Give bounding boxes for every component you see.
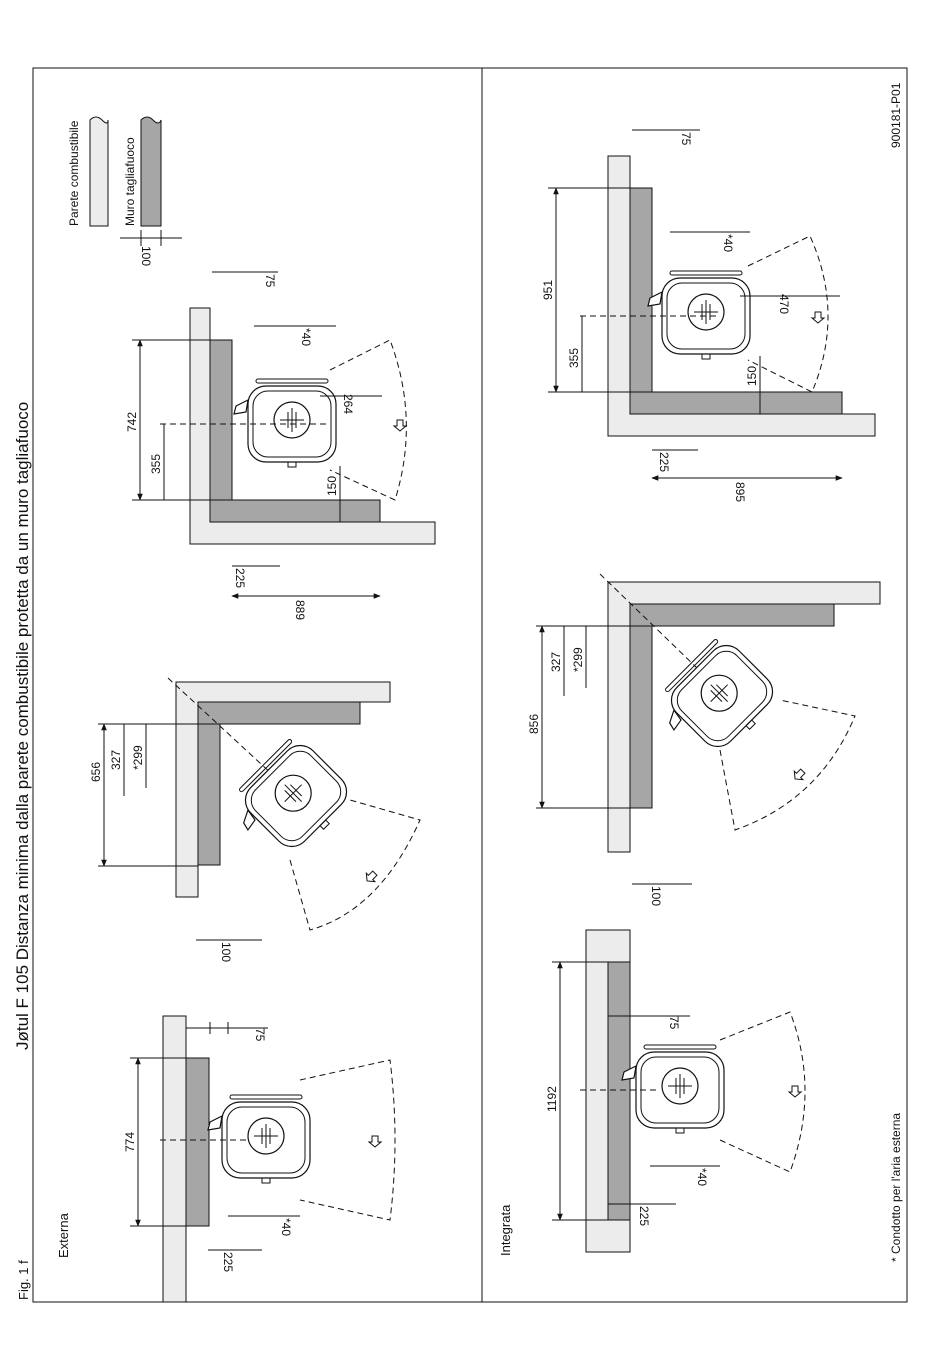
dimension-299-label: *299	[131, 745, 145, 770]
opening-arc	[329, 339, 407, 501]
dimension-225-label: 225	[233, 568, 247, 588]
dimension-299-label: *299	[571, 647, 585, 672]
dimension-air-label: *40	[279, 1218, 293, 1236]
dimension-75-label: 75	[667, 1016, 681, 1030]
dimension-225-label: 225	[637, 1206, 651, 1226]
stove-icon	[233, 378, 337, 468]
opening-arc	[719, 1011, 806, 1173]
dimension-100-label: 100	[219, 942, 233, 962]
stove-icon	[648, 632, 785, 769]
diagram-externa-straight: 774 75 *40 225	[123, 1015, 396, 1303]
diagram-externa-corner: 656 327 *299 100	[89, 677, 421, 962]
legend: Parete combustibile Muro tagliafuoco 100	[67, 116, 182, 266]
dimension-225-label: 225	[221, 1252, 235, 1272]
dimension-889-label: 889	[293, 600, 307, 620]
dimension-264-label: 264	[341, 394, 355, 414]
dimension-355-label: 355	[149, 454, 163, 474]
dimension-150-label: 150	[745, 366, 759, 386]
dimension-75-label: 75	[253, 1028, 267, 1042]
opening-arc	[289, 799, 421, 931]
legend-firewall-swatch	[140, 116, 162, 227]
door-arrow-icon	[788, 1085, 802, 1098]
door-arrow-icon	[393, 419, 407, 432]
door-arrow-icon	[362, 868, 380, 886]
dimension-355-label: 355	[567, 348, 581, 368]
firewall	[185, 1057, 210, 1227]
dimension-470-label: 470	[777, 294, 791, 314]
dimension-742-label: 742	[125, 412, 139, 432]
combustible-wall	[607, 155, 876, 437]
legend-combustible-swatch	[89, 116, 109, 227]
footnote: * Condotto per l'aria esterna	[889, 1113, 903, 1262]
stove-icon	[207, 1094, 311, 1184]
door-arrow-icon	[811, 311, 825, 324]
combustible-wall	[162, 1015, 187, 1303]
dimension-75-label: 75	[679, 132, 693, 146]
outer-frame	[32, 67, 908, 1303]
legend-gap-value: 100	[139, 246, 153, 266]
dimension-951-label: 951	[541, 280, 555, 300]
firewall	[629, 187, 843, 415]
dimension-air-label: *40	[721, 234, 735, 252]
dimension-100-label: 100	[649, 886, 663, 906]
reference-code: 900181-P01	[889, 82, 903, 148]
dimension-327-label: 327	[549, 652, 563, 672]
dimension-1192-label: 1192	[545, 1086, 559, 1112]
stove-icon	[222, 732, 359, 869]
legend-firewall-label: Muro tagliafuoco	[123, 137, 137, 226]
dimension-150-label: 150	[325, 476, 339, 496]
dimension-75-label: 75	[263, 274, 277, 288]
dimension-327-label: 327	[109, 750, 123, 770]
diagram-integrata-straight: 1192 75 *40 225	[545, 929, 806, 1253]
section-label-integrata: Integrata	[498, 1204, 513, 1256]
diagram-externa-offset: 742 355 75 *40 264 150 225 889	[125, 271, 436, 620]
section-label-externa: Externa	[56, 1212, 71, 1258]
door-arrow-icon	[790, 766, 808, 784]
page-title: Jøtul F 105 Distanza minima dalla parete…	[13, 402, 32, 1050]
door-arrow-icon	[368, 1135, 382, 1148]
diagram-integrata-offset: 951 355 75 *40 470 150 225 895	[541, 129, 876, 502]
figure-label: Fig. 1 f	[16, 1260, 31, 1300]
dimension-air-label: *40	[695, 1168, 709, 1186]
stove-icon	[621, 1044, 725, 1134]
firewall	[607, 961, 631, 1221]
dimension-895-label: 895	[733, 482, 747, 502]
dimension-774-label: 774	[123, 1132, 137, 1152]
diagram-integrata-corner: 856 327 *299 100	[527, 573, 881, 906]
dimension-air-label: *40	[299, 328, 313, 346]
dimension-656-label: 656	[89, 762, 103, 782]
legend-combustible-label: Parete combustibile	[67, 120, 81, 226]
combustible-wall	[189, 307, 436, 545]
firewall	[209, 339, 381, 523]
opening-arc	[299, 1059, 396, 1221]
dimension-856-label: 856	[527, 714, 541, 734]
dimension-225-label: 225	[657, 452, 671, 472]
stove-icon	[647, 270, 751, 360]
opening-arc	[719, 699, 856, 831]
